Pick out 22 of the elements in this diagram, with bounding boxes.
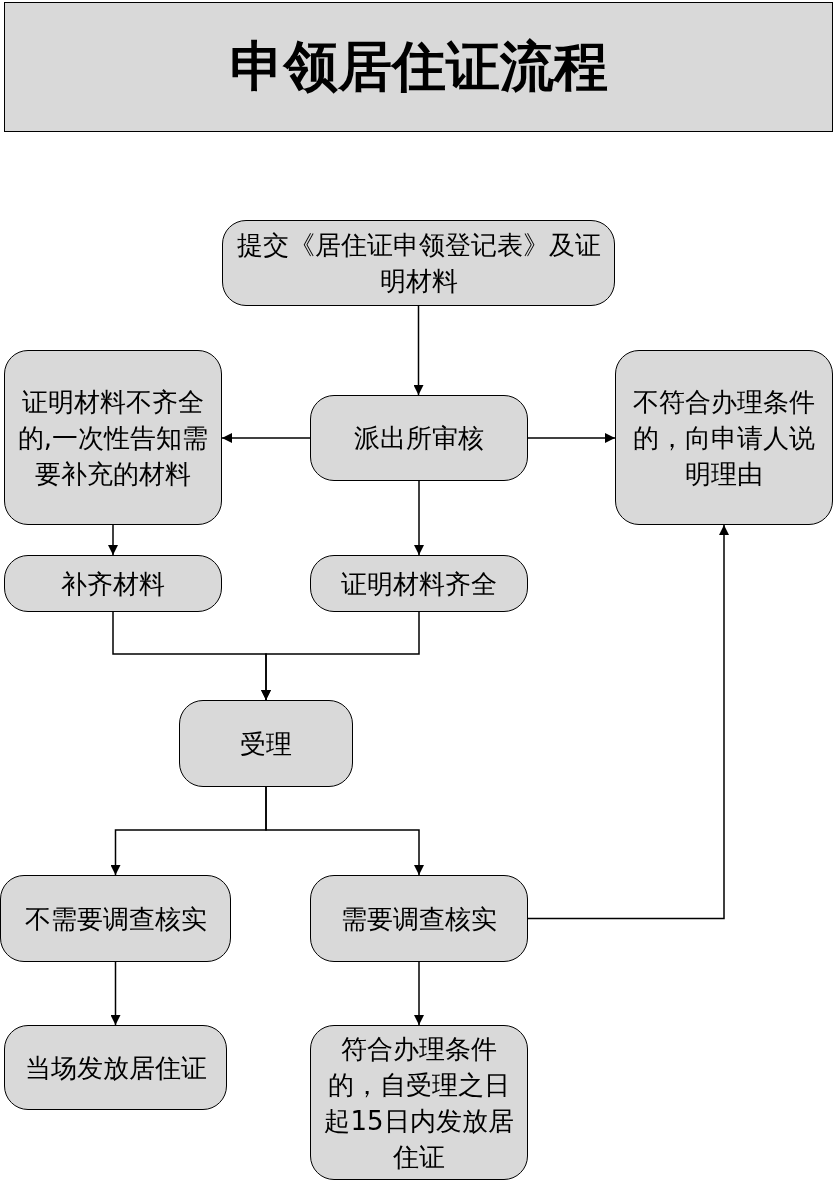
process-box: 派出所审核 [310,395,528,481]
process-box: 提交《居住证申领登记表》及证明材料 [222,220,615,306]
arrow [527,433,616,443]
process-box: 需要调查核实 [310,875,528,962]
process-box: 证明材料齐全 [310,555,528,612]
arrow [261,611,420,701]
title-banner: 申领居住证流程 [4,2,833,132]
process-box: 补齐材料 [4,555,222,612]
arrow [414,480,424,556]
process-box: 当场发放居住证 [4,1025,227,1110]
arrow [413,305,424,396]
arrow [414,961,424,1026]
arrow [221,433,311,443]
process-box: 符合办理条件的，自受理之日起15日内发放居住证 [310,1025,528,1180]
process-box: 不需要调查核实 [0,875,231,962]
arrow [108,524,118,556]
process-box: 不符合办理条件的，向申请人说明理由 [615,350,833,525]
arrow [110,961,121,1026]
process-box: 受理 [179,700,353,787]
arrow [527,524,729,920]
arrow [265,786,424,876]
process-box: 证明材料不齐全的,一次性告知需要补充的材料 [4,350,222,525]
